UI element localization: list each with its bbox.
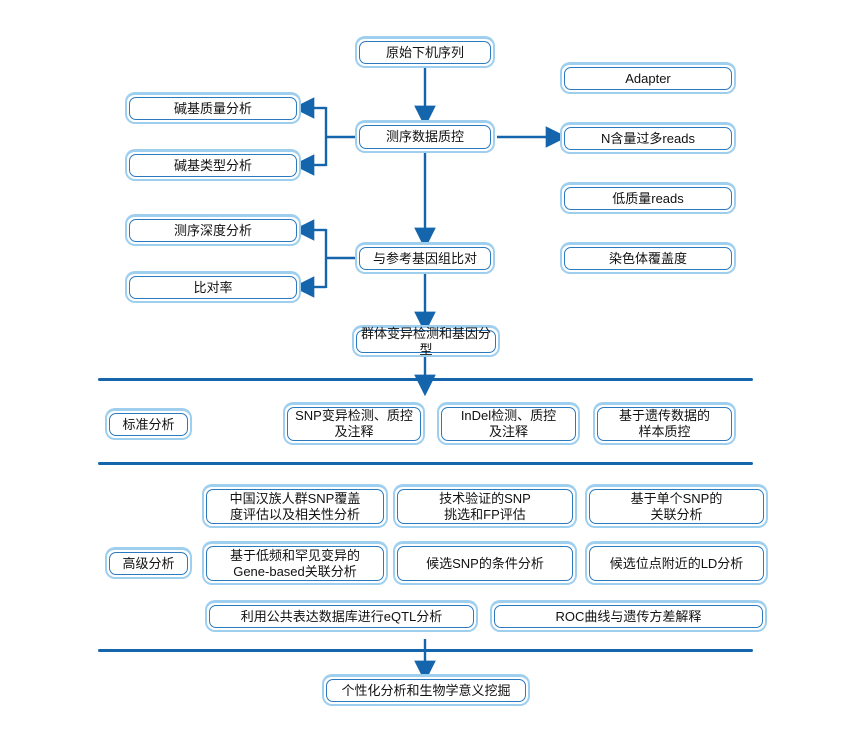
section-divider-standard xyxy=(98,378,753,381)
node-adapter: Adapter xyxy=(560,62,736,94)
node-roc-curve: ROC曲线与遗传方差解释 xyxy=(490,600,767,632)
node-base-quality-label: 碱基质量分析 xyxy=(129,97,297,120)
node-depth-analysis: 测序深度分析 xyxy=(125,214,301,246)
node-variant-genotyping: 群体变异检测和基因分型 xyxy=(352,325,500,357)
standard-analysis-label: 标准分析 xyxy=(109,413,188,436)
advanced-analysis-label: 高级分析 xyxy=(109,552,188,575)
node-sample-qc-label: 基于遗传数据的 样本质控 xyxy=(597,407,732,441)
node-raw-sequence-label: 原始下机序列 xyxy=(359,41,491,64)
node-n-reads: N含量过多reads xyxy=(560,122,736,154)
node-eqtl-analysis: 利用公共表达数据库进行eQTL分析 xyxy=(205,600,478,632)
node-raw-sequence: 原始下机序列 xyxy=(355,36,495,68)
node-adapter-label: Adapter xyxy=(564,67,732,90)
node-seq-qc-label: 测序数据质控 xyxy=(359,125,491,149)
node-personalized-label: 个性化分析和生物学意义挖掘 xyxy=(326,679,526,702)
node-chromosome-coverage-label: 染色体覆盖度 xyxy=(564,247,732,270)
node-validated-snp: 技术验证的SNP 挑选和FP评估 xyxy=(393,484,577,528)
node-low-quality-reads: 低质量reads xyxy=(560,182,736,214)
node-advanced-analysis-label-box: 高级分析 xyxy=(105,547,192,579)
node-gene-based-assoc: 基于低频和罕见变异的 Gene-based关联分析 xyxy=(202,541,388,585)
node-align-reference-label: 与参考基因组比对 xyxy=(359,247,491,270)
node-han-snp-coverage: 中国汉族人群SNP覆盖 度评估以及相关性分析 xyxy=(202,484,388,528)
node-roc-curve-label: ROC曲线与遗传方差解释 xyxy=(494,605,763,628)
node-indel-detection-label: InDel检测、质控 及注释 xyxy=(441,407,576,441)
node-candidate-snp-conditional: 候选SNP的条件分析 xyxy=(393,541,577,585)
node-snp-detection: SNP变异检测、质控 及注释 xyxy=(283,402,425,445)
node-seq-qc: 测序数据质控 xyxy=(355,120,495,153)
node-n-reads-label: N含量过多reads xyxy=(564,127,732,150)
node-gene-based-assoc-label: 基于低频和罕见变异的 Gene-based关联分析 xyxy=(206,546,384,581)
section-divider-bottom xyxy=(98,649,753,652)
node-ld-analysis-label: 候选位点附近的LD分析 xyxy=(589,546,764,581)
node-personalized: 个性化分析和生物学意义挖掘 xyxy=(322,674,530,706)
node-standard-analysis-label-box: 标准分析 xyxy=(105,408,192,440)
node-base-quality: 碱基质量分析 xyxy=(125,92,301,124)
node-depth-analysis-label: 测序深度分析 xyxy=(129,219,297,242)
node-ld-analysis: 候选位点附近的LD分析 xyxy=(585,541,768,585)
node-base-type-label: 碱基类型分析 xyxy=(129,154,297,177)
node-align-reference: 与参考基因组比对 xyxy=(355,242,495,274)
node-base-type: 碱基类型分析 xyxy=(125,149,301,181)
node-low-quality-reads-label: 低质量reads xyxy=(564,187,732,210)
node-snp-detection-label: SNP变异检测、质控 及注释 xyxy=(287,407,421,441)
node-validated-snp-label: 技术验证的SNP 挑选和FP评估 xyxy=(397,489,573,524)
node-han-snp-coverage-label: 中国汉族人群SNP覆盖 度评估以及相关性分析 xyxy=(206,489,384,524)
node-alignment-rate: 比对率 xyxy=(125,271,301,303)
node-candidate-snp-conditional-label: 候选SNP的条件分析 xyxy=(397,546,573,581)
section-divider-advanced xyxy=(98,462,753,465)
node-sample-qc: 基于遗传数据的 样本质控 xyxy=(593,402,736,445)
node-eqtl-analysis-label: 利用公共表达数据库进行eQTL分析 xyxy=(209,605,474,628)
node-single-snp-assoc-label: 基于单个SNP的 关联分析 xyxy=(589,489,764,524)
node-alignment-rate-label: 比对率 xyxy=(129,276,297,299)
node-chromosome-coverage: 染色体覆盖度 xyxy=(560,242,736,274)
node-indel-detection: InDel检测、质控 及注释 xyxy=(437,402,580,445)
node-variant-genotyping-label: 群体变异检测和基因分型 xyxy=(356,326,496,357)
node-single-snp-assoc: 基于单个SNP的 关联分析 xyxy=(585,484,768,528)
